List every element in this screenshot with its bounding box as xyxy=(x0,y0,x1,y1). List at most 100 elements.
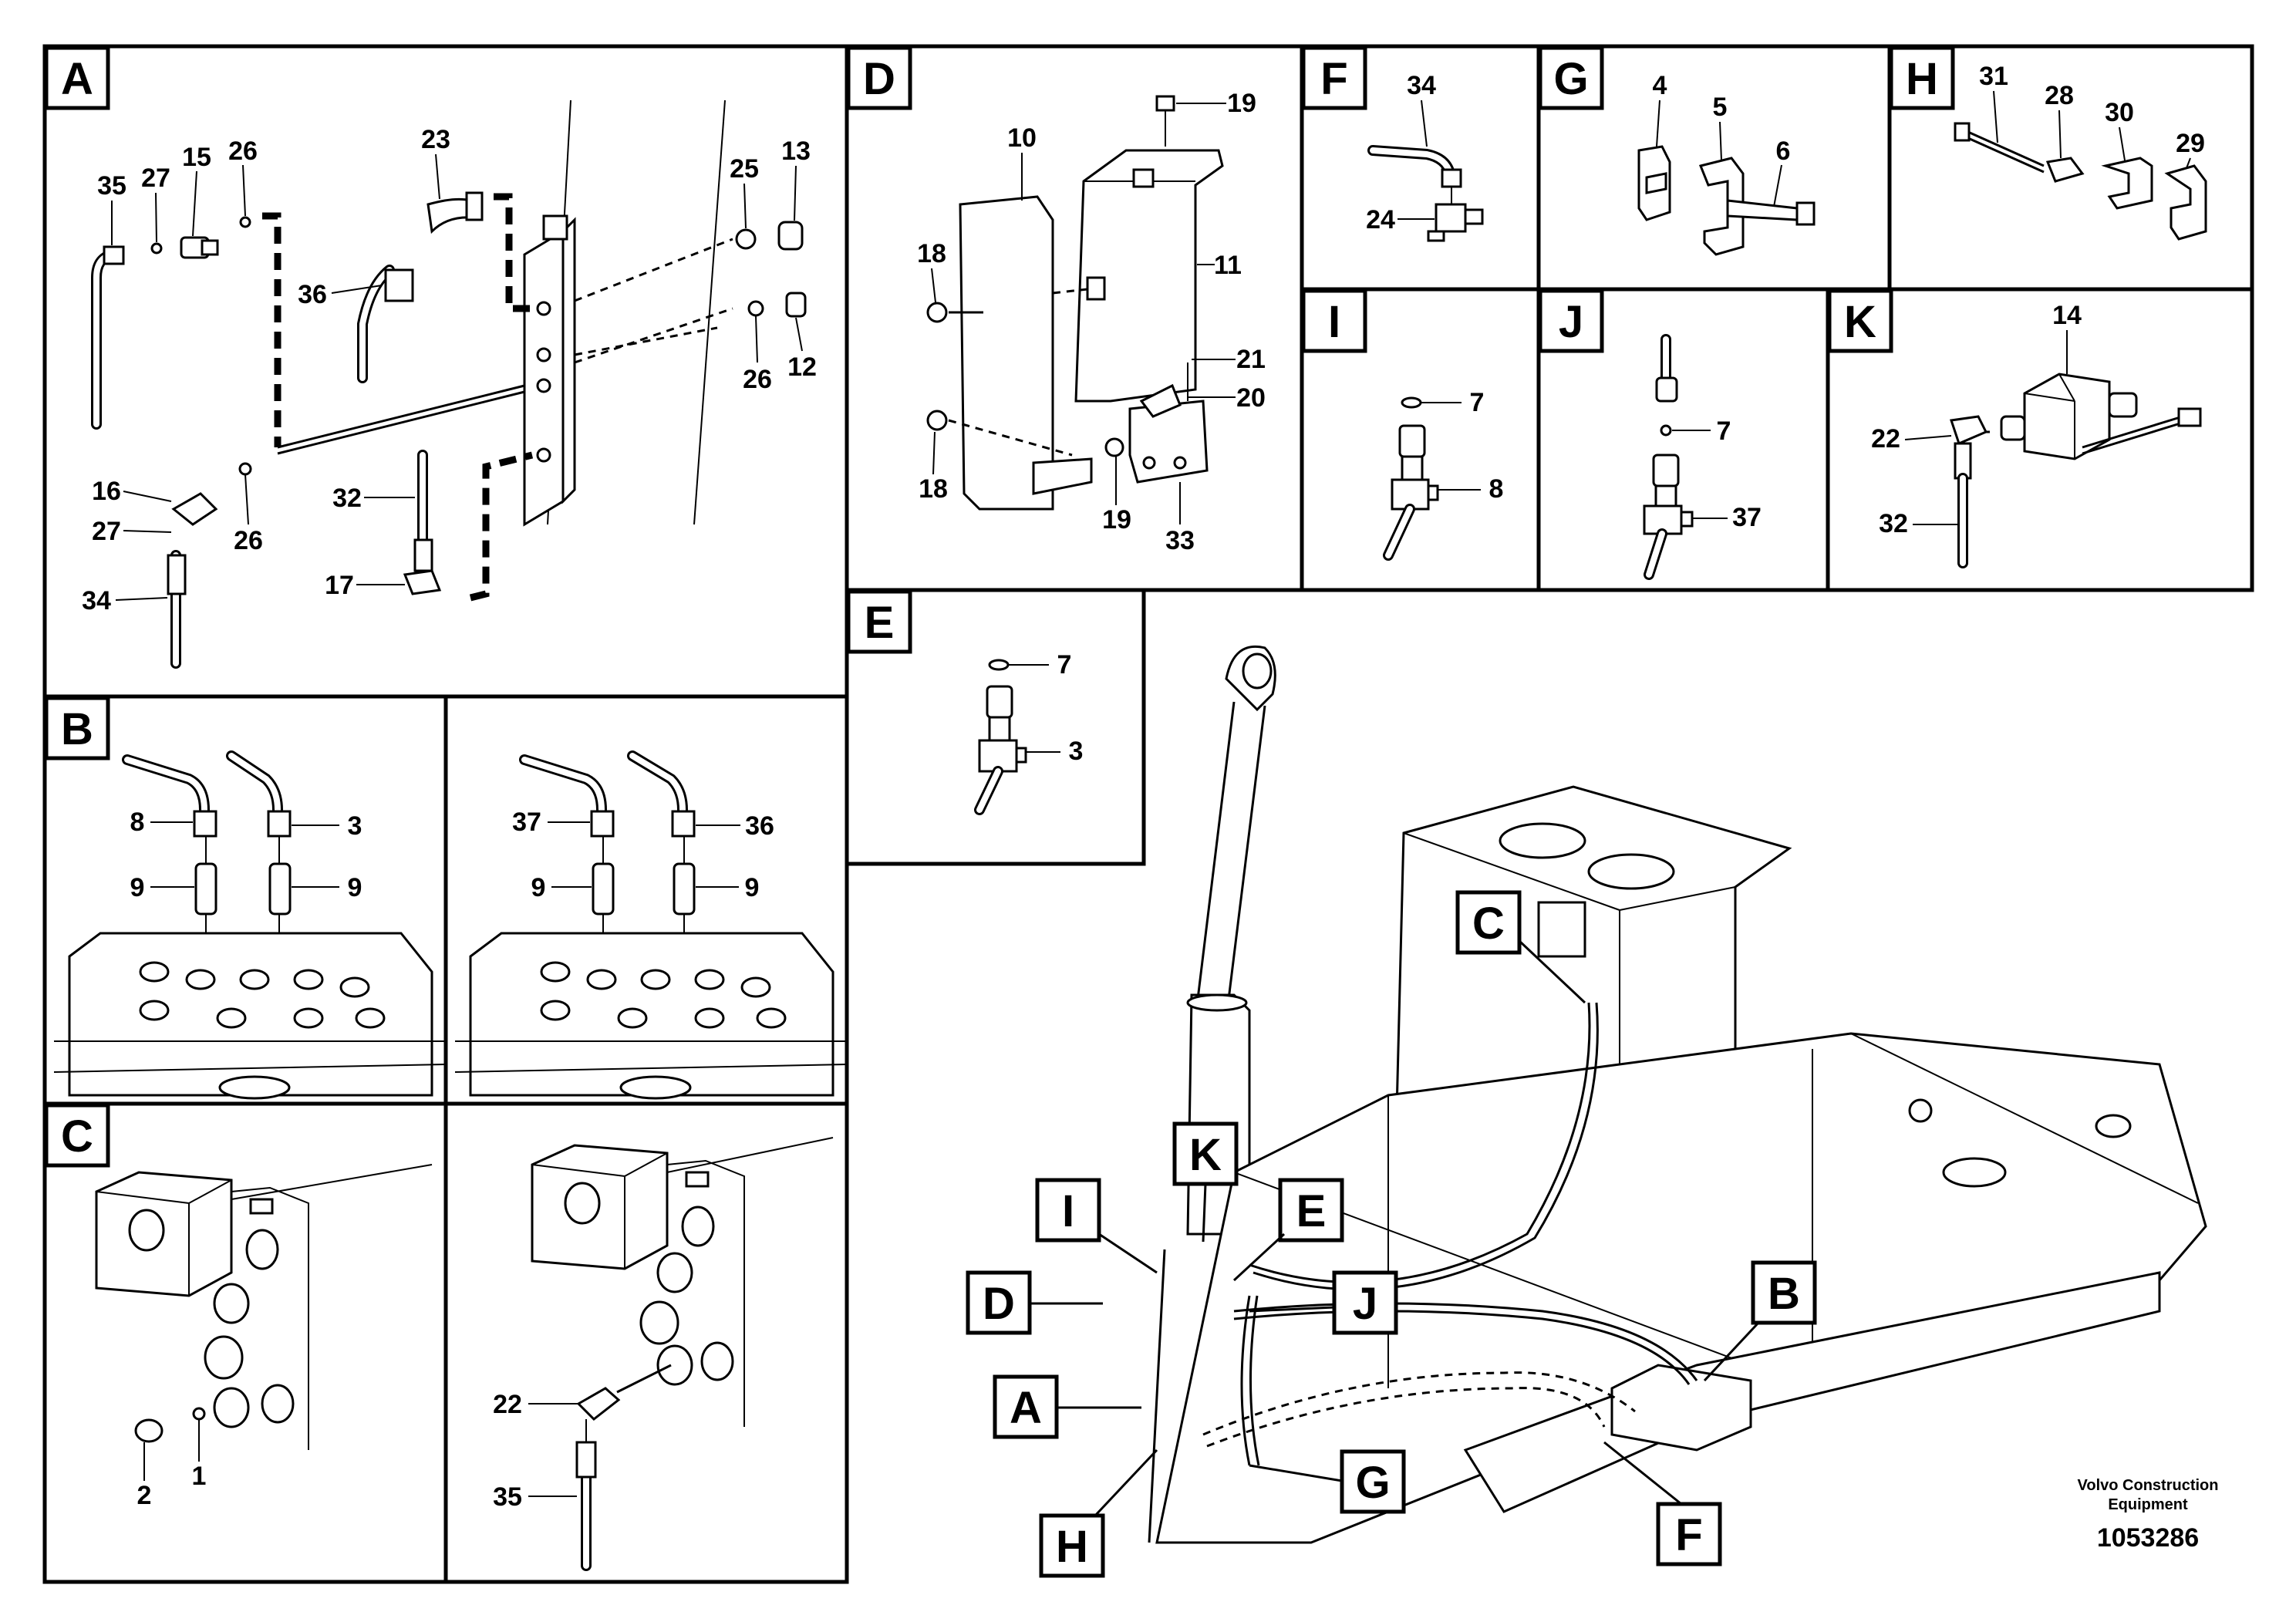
svg-text:26: 26 xyxy=(228,137,258,166)
svg-text:4: 4 xyxy=(1653,71,1667,100)
callout-g[interactable]: G xyxy=(1249,1449,1406,1514)
svg-text:22: 22 xyxy=(493,1390,522,1419)
svg-text:H: H xyxy=(1056,1522,1088,1572)
panel-i-labels: 7 8 xyxy=(1421,388,1503,504)
svg-text:D: D xyxy=(983,1279,1015,1329)
svg-text:18: 18 xyxy=(919,474,948,504)
callout-k[interactable]: K xyxy=(1172,1121,1239,1243)
panel-g-tag: G xyxy=(1538,46,1604,110)
svg-text:1: 1 xyxy=(192,1462,207,1491)
panel-f-labels: 34 24 xyxy=(1366,71,1436,234)
svg-text:24: 24 xyxy=(1366,205,1395,234)
panel-a-leaders xyxy=(111,153,803,601)
panel-d-labels: 19 10 11 18 21 20 18 19 33 xyxy=(917,89,1266,555)
panel-c-right-frame xyxy=(443,1101,849,1584)
callout-j[interactable]: J xyxy=(1249,1270,1398,1335)
svg-text:11: 11 xyxy=(1214,251,1242,280)
svg-text:3: 3 xyxy=(348,811,362,841)
panel-b-tag: B xyxy=(44,696,110,760)
svg-text:17: 17 xyxy=(325,571,354,600)
svg-text:I: I xyxy=(1062,1186,1074,1236)
callout-h[interactable]: H xyxy=(1039,1448,1158,1578)
figure-number: 1053286 xyxy=(2097,1523,2199,1553)
svg-text:26: 26 xyxy=(743,365,772,394)
svg-text:9: 9 xyxy=(348,873,362,902)
panel-g-drawing xyxy=(1637,145,1816,256)
svg-text:36: 36 xyxy=(298,280,327,309)
callout-c[interactable]: C xyxy=(1455,890,1586,1004)
panel-k-tag: K xyxy=(1827,288,1893,353)
svg-text:32: 32 xyxy=(332,484,362,513)
panel-c-left-drawing xyxy=(95,1164,433,1450)
callout-i[interactable]: I xyxy=(1035,1178,1158,1274)
svg-text:12: 12 xyxy=(787,352,817,382)
svg-text:22: 22 xyxy=(1871,424,1900,454)
callout-a[interactable]: A xyxy=(993,1374,1141,1439)
svg-text:D: D xyxy=(863,54,895,104)
svg-text:23: 23 xyxy=(421,125,450,154)
panel-e-labels: 7 3 xyxy=(1009,650,1083,766)
svg-text:36: 36 xyxy=(745,811,774,841)
panel-k-drawing xyxy=(1950,373,2202,568)
svg-text:35: 35 xyxy=(97,171,126,201)
panel-b-left-labels: 8 3 9 9 xyxy=(130,808,362,902)
svg-text:26: 26 xyxy=(234,526,263,555)
svg-text:K: K xyxy=(1844,297,1876,347)
svg-text:31: 31 xyxy=(1979,62,2008,91)
panel-c-left-labels: 2 1 xyxy=(137,1419,207,1510)
svg-text:28: 28 xyxy=(2045,81,2074,110)
panel-j-labels: 7 37 xyxy=(1672,416,1762,532)
svg-text:33: 33 xyxy=(1165,526,1195,555)
svg-text:J: J xyxy=(1353,1279,1377,1329)
panel-f-drawing xyxy=(1367,145,1484,242)
svg-text:21: 21 xyxy=(1236,345,1266,374)
svg-text:7: 7 xyxy=(1717,416,1731,446)
svg-text:27: 27 xyxy=(92,517,121,546)
panel-c-left-frame xyxy=(42,1101,448,1584)
panel-j-drawing xyxy=(1643,334,1694,580)
svg-text:3: 3 xyxy=(1069,737,1084,766)
svg-text:G: G xyxy=(1553,54,1588,104)
footer: Volvo Construction Equipment 1053286 xyxy=(2078,1477,2219,1553)
svg-text:A: A xyxy=(61,54,93,104)
machine-overview-drawing xyxy=(1148,645,2207,1544)
svg-text:19: 19 xyxy=(1227,89,1256,118)
svg-text:29: 29 xyxy=(2176,129,2205,158)
svg-text:B: B xyxy=(1768,1269,1800,1319)
svg-text:E: E xyxy=(1296,1186,1327,1236)
svg-text:G: G xyxy=(1355,1458,1390,1508)
svg-text:K: K xyxy=(1189,1130,1222,1180)
panel-i-tag: I xyxy=(1301,288,1367,353)
svg-text:32: 32 xyxy=(1879,509,1908,538)
svg-text:8: 8 xyxy=(130,808,145,837)
panel-h-labels: 31 28 30 29 xyxy=(1979,62,2205,169)
svg-text:25: 25 xyxy=(730,154,759,184)
panel-b-left-drawing xyxy=(53,750,447,1100)
svg-text:20: 20 xyxy=(1236,383,1266,413)
callout-f[interactable]: F xyxy=(1603,1441,1722,1566)
svg-text:C: C xyxy=(1472,899,1505,949)
svg-text:E: E xyxy=(865,598,895,648)
svg-text:A: A xyxy=(1010,1383,1042,1433)
svg-text:F: F xyxy=(1320,54,1347,104)
svg-text:9: 9 xyxy=(531,873,546,902)
svg-text:19: 19 xyxy=(1102,505,1131,534)
panel-j-tag: J xyxy=(1538,288,1604,353)
svg-text:9: 9 xyxy=(130,873,145,902)
panel-b-right-labels: 37 36 9 9 xyxy=(512,808,774,902)
svg-text:8: 8 xyxy=(1489,474,1504,504)
svg-text:B: B xyxy=(61,704,93,754)
svg-text:14: 14 xyxy=(2052,301,2082,330)
panel-a-labels: 35 27 15 26 23 36 25 13 26 12 16 27 26 3… xyxy=(82,125,817,615)
panel-d-tag: D xyxy=(846,46,912,110)
callout-b[interactable]: B xyxy=(1703,1260,1817,1382)
callout-d[interactable]: D xyxy=(966,1270,1103,1335)
callout-e[interactable]: E xyxy=(1232,1178,1344,1282)
panel-k-labels: 14 22 32 xyxy=(1871,301,2082,538)
panel-c-right-drawing xyxy=(531,1137,834,1571)
svg-text:37: 37 xyxy=(512,808,541,837)
brand-line-2: Equipment xyxy=(2108,1496,2188,1513)
panel-a-drawing xyxy=(91,99,807,669)
svg-text:9: 9 xyxy=(745,873,760,902)
